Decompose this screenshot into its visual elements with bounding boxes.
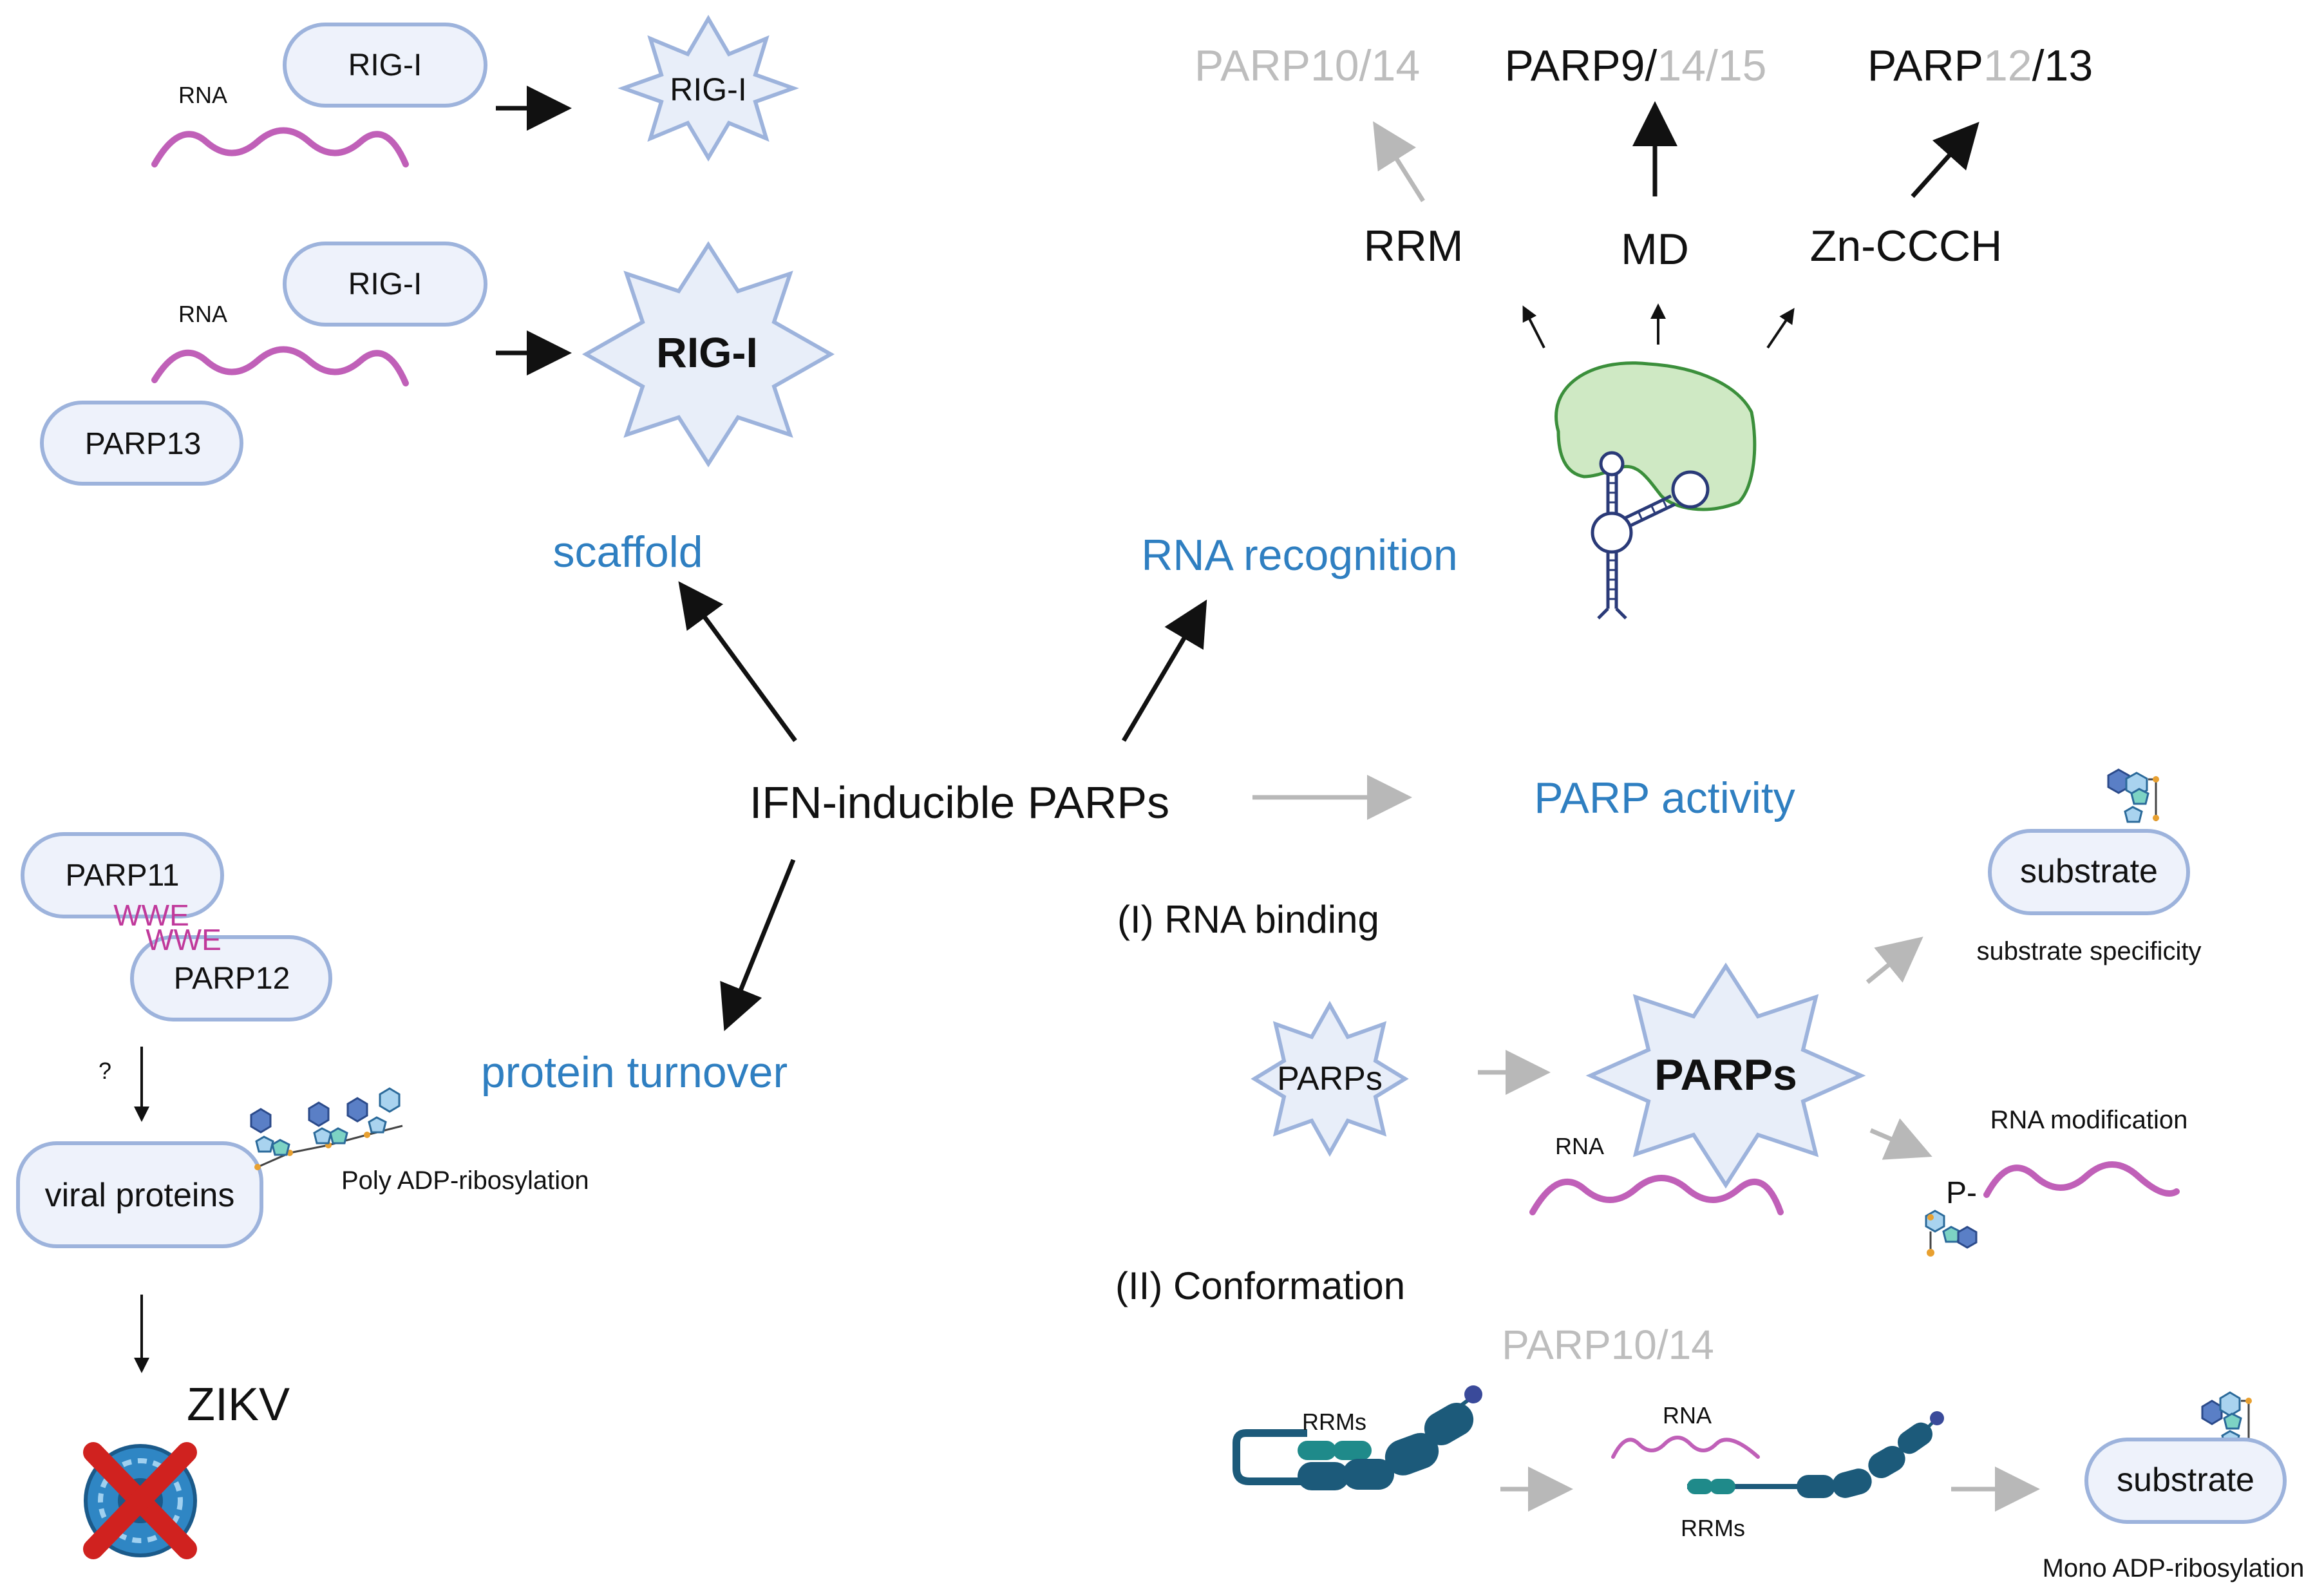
parps-large-label: PARPs <box>1654 1050 1797 1099</box>
protein-turnover-panel: PARP11 PARP12 WWE WWE ? viral proteins P… <box>16 832 589 1559</box>
parp-prefix: PARP <box>1867 41 1983 90</box>
rna-label: RNA <box>1663 1402 1712 1429</box>
rrms-label: RRMs <box>1681 1515 1745 1541</box>
substrate-pill <box>1988 829 2190 915</box>
zikv-label: ZIKV <box>187 1379 290 1430</box>
heading-conformation: (II) Conformation <box>1115 1264 1405 1307</box>
rna-binding-protein <box>1554 361 1757 511</box>
arrow-small-zn <box>1766 308 1795 349</box>
parp13-label: PARP13 <box>85 427 202 461</box>
label-rna-recognition: RNA recognition <box>1141 531 1457 580</box>
scaffold-panel: RNA RIG-I RIG-I RNA RIG-I PARP13 RIG-I <box>40 15 835 486</box>
label-parp-activity: PARP activity <box>1534 774 1795 822</box>
wwe-label: WWE <box>146 923 222 956</box>
rna-modification-label: RNA modification <box>1990 1106 2188 1134</box>
rig-i-burst-label: RIG-I <box>670 71 746 108</box>
parp-activity-panel: (I) RNA binding PARPs PARPs RNA substrat… <box>1115 768 2305 1582</box>
arrow-to-substrate-specificity <box>1866 936 1923 984</box>
rig-i-pill <box>283 242 487 327</box>
parps-small-label: PARPs <box>1277 1060 1383 1097</box>
arrow-to-protein-turnover <box>720 859 796 1031</box>
parp12-pill <box>130 935 332 1021</box>
center-title: IFN-inducible PARPs <box>750 777 1169 828</box>
substrate-specificity-label: substrate specificity <box>1976 937 2201 965</box>
parp10-14-faded: PARP10/14 <box>1502 1322 1714 1368</box>
question-mark: ? <box>99 1058 111 1084</box>
adp-ribose-icon <box>2107 768 2159 823</box>
parp11-label: PARP11 <box>66 859 180 893</box>
adp-ribose-icon <box>1925 1210 1978 1257</box>
rna-strand <box>1983 1161 2180 1198</box>
arrow-zn-group <box>1911 122 1979 198</box>
rig-i-burst-icon <box>581 241 835 468</box>
arrow-to-rna-recognition <box>1121 599 1207 742</box>
parps-burst-small-icon <box>1251 1000 1409 1157</box>
rna-strand <box>1529 1175 1784 1215</box>
parps-burst-large-icon <box>1585 962 1866 1189</box>
rig-i-burst-label: RIG-I <box>656 328 758 376</box>
rna-label: RNA <box>178 301 227 327</box>
parp12-label: PARP12 <box>174 962 290 996</box>
wwe-label: WWE <box>113 898 189 932</box>
viral-proteins-label: viral proteins <box>45 1177 235 1214</box>
parp11-pill <box>21 832 224 918</box>
substrate-label: substrate <box>2117 1461 2254 1499</box>
viral-proteins-pill <box>16 1141 263 1248</box>
rna-recognition-panel: PARP10/14 PARP9/14/15 PARP12/13 RRM MD Z… <box>1195 41 2093 620</box>
arrow-to-rna-modification <box>1869 1118 1932 1160</box>
label-scaffold: scaffold <box>553 527 703 576</box>
rig-i-label: RIG-I <box>348 267 422 301</box>
rna-label: RNA <box>178 82 227 108</box>
parp-group-rrm: PARP10/14 <box>1195 41 1420 90</box>
parp10-14-faded: PARP10/14 <box>1195 41 1420 90</box>
mono-adp-label: Mono ADP-ribosylation <box>2043 1554 2305 1582</box>
label-protein-turnover: protein turnover <box>481 1048 788 1097</box>
rna-label: RNA <box>1555 1133 1604 1159</box>
rig-i-burst-icon <box>618 15 799 162</box>
parp14-15-faded: 14/15 <box>1657 41 1766 90</box>
parp13-suffix: /13 <box>2032 41 2093 90</box>
parp-group-md: PARP9/14/15 <box>1504 41 1766 90</box>
rig-i-label: RIG-I <box>348 48 422 82</box>
rna-strand <box>151 346 409 386</box>
parp-group-zn: PARP12/13 <box>1867 41 2093 90</box>
phospho-label: P- <box>1946 1176 1977 1210</box>
poly-adp-label: Poly ADP-ribosylation <box>341 1166 589 1195</box>
substrate-pill <box>2084 1438 2287 1524</box>
arrow-rrm-group <box>1373 121 1425 202</box>
heading-rna-binding: (I) RNA binding <box>1117 898 1379 941</box>
parp9-label: PARP9/ <box>1504 41 1657 90</box>
parp13-pill <box>40 401 243 486</box>
rig-i-pill <box>283 23 487 108</box>
closed-parp-icon <box>1233 1385 1482 1490</box>
domain-zn-ccch: Zn-CCCH <box>1810 222 2002 271</box>
rna-strand <box>151 127 409 167</box>
rna-strand <box>1611 1436 1760 1459</box>
domain-rrm: RRM <box>1364 222 1464 271</box>
cross-icon <box>83 1442 197 1559</box>
substrate-label: substrate <box>2020 853 2158 890</box>
parp12-faded: 12 <box>1983 41 2032 90</box>
arrow-to-scaffold <box>678 581 797 743</box>
rrms-label: RRMs <box>1302 1409 1366 1435</box>
open-parp-icon <box>1687 1411 1944 1498</box>
adp-ribose-icon <box>250 1087 403 1170</box>
arrow-small-rrm <box>1522 305 1545 348</box>
domain-md: MD <box>1621 225 1689 274</box>
rna-hairpin-icon <box>1554 361 1757 620</box>
